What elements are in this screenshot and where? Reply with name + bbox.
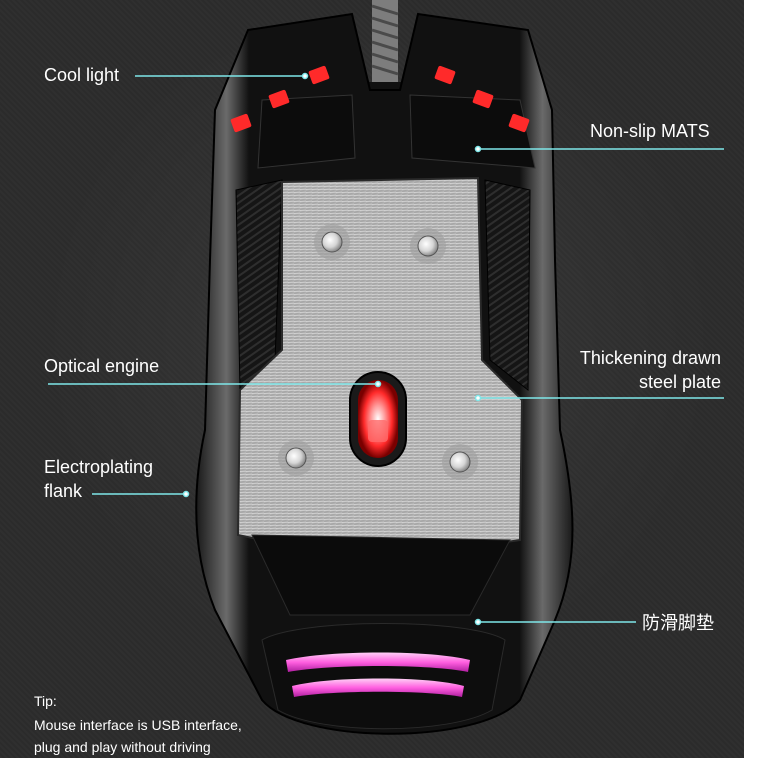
- cool-light-leds: [230, 65, 530, 133]
- grip-right: [484, 179, 531, 392]
- callout-lines: [48, 72, 724, 626]
- screws: [278, 224, 478, 480]
- label-steel-plate-line1: Thickening drawn: [579, 348, 721, 368]
- optical-engine: [349, 371, 407, 467]
- label-cool-light: Cool light: [44, 65, 120, 85]
- non-slip-mat-right: [409, 94, 536, 169]
- lower-shell: [251, 534, 511, 616]
- pink-light-bars: [286, 652, 470, 697]
- non-slip-mat-left: [257, 94, 356, 169]
- foot-pad: [261, 623, 506, 730]
- label-non-slip-mats: Non-slip MATS: [590, 121, 710, 141]
- label-flank-line1: Electroplating: [44, 457, 154, 477]
- tip-title: Tip:: [34, 693, 57, 709]
- label-steel-plate-line2: steel plate: [638, 372, 721, 392]
- right-border: [744, 0, 758, 758]
- tip-line2: plug and play without driving: [34, 739, 211, 755]
- tip-line1: Mouse interface is USB interface,: [34, 717, 242, 733]
- label-foot-pad: 防滑脚垫: [642, 613, 714, 633]
- label-flank-line2: flank: [44, 481, 83, 501]
- label-optical-engine: Optical engine: [44, 356, 160, 376]
